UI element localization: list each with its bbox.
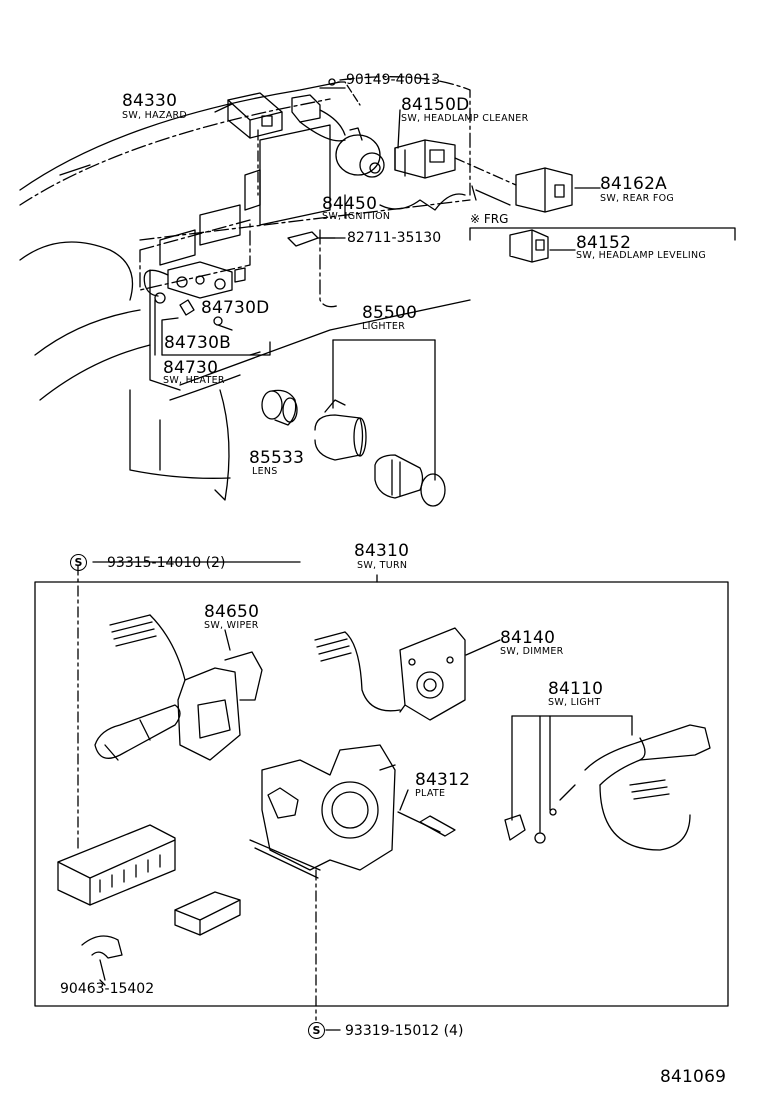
label-84312-desc: PLATE: [415, 788, 446, 799]
headlamp-leveling-switch: [509, 229, 549, 263]
turn-switch-body: [249, 744, 396, 879]
label-84330-desc: SW, HAZARD: [122, 110, 188, 121]
label-85533-desc: LENS: [252, 466, 278, 477]
label-84110-desc: SW, LIGHT: [548, 697, 601, 708]
connector-block: [57, 824, 176, 906]
label-84450-desc: SW, IGNITION: [322, 211, 391, 222]
turn-switch-frame: [34, 564, 729, 1021]
cigarette-lighter: [314, 339, 446, 507]
label-84310-desc: SW, TURN: [357, 560, 408, 571]
label-84330-number: 84330: [122, 91, 178, 111]
light-switch: [504, 715, 711, 851]
ignition-switch: [291, 78, 385, 178]
hazard-switch: [227, 92, 283, 196]
label-84650-desc: SW, WIPER: [204, 620, 259, 631]
heater-switch: [143, 261, 271, 356]
label-84450-number: 84450: [322, 194, 378, 214]
label-84162A-desc: SW, REAR FOG: [600, 193, 675, 204]
label-90463-number: 90463-15402: [60, 981, 155, 997]
label-85500-number: 85500: [362, 303, 418, 323]
clip-82711: [287, 231, 336, 247]
connector-small: [174, 891, 241, 936]
label-93315: S 93315-14010 (2): [70, 554, 225, 571]
label-84730B-number: 84730B: [164, 333, 231, 353]
label-82711-number: 82711-35130: [347, 230, 442, 246]
label-85500-desc: LIGHTER: [362, 321, 406, 332]
dashboard-outline: [19, 76, 471, 501]
label-84650-number: 84650: [204, 602, 260, 622]
leader-lines: [92, 103, 601, 1031]
label-90149-number: 90149-40013: [346, 72, 441, 88]
lighter-lens: [261, 389, 298, 426]
rear-fog-switch: [454, 157, 573, 213]
label-84110-number: 84110: [548, 679, 604, 699]
label-84150D-desc: SW, HEADLAMP CLEANER: [401, 113, 529, 124]
label-93319-number: 93319-15012 (4): [345, 1022, 464, 1039]
wiper-switch: [94, 614, 263, 761]
label-84730-desc: SW, HEATER: [163, 375, 225, 386]
label-84162A-number: 84162A: [600, 174, 667, 194]
label-84152-number: 84152: [576, 233, 632, 253]
plate-84312: [397, 811, 456, 837]
frg-bracket: [469, 185, 736, 241]
dimmer-switch: [314, 627, 466, 721]
figure-number: 841069: [660, 1067, 727, 1087]
label-84150D-number: 84150D: [401, 95, 470, 115]
headlamp-cleaner-switch: [394, 139, 456, 179]
fastener-symbol: S: [70, 554, 87, 571]
label-84730-number: 84730: [163, 358, 219, 378]
label-84312-number: 84312: [415, 770, 471, 790]
label-84140-number: 84140: [500, 628, 556, 648]
label-84152-desc: SW, HEADLAMP LEVELING: [576, 250, 707, 261]
label-frg: ※ FRG: [470, 212, 509, 226]
label-93315-number: 93315-14010 (2): [107, 554, 226, 571]
label-85533-number: 85533: [249, 448, 305, 468]
label-84310-number: 84310: [354, 541, 410, 561]
clamp-90463: [81, 935, 123, 981]
label-93319: S 93319-15012 (4): [308, 1022, 463, 1039]
fastener-symbol: S: [308, 1022, 325, 1039]
label-84730D-number: 84730D: [201, 298, 270, 318]
label-84140-desc: SW, DIMMER: [500, 646, 564, 657]
